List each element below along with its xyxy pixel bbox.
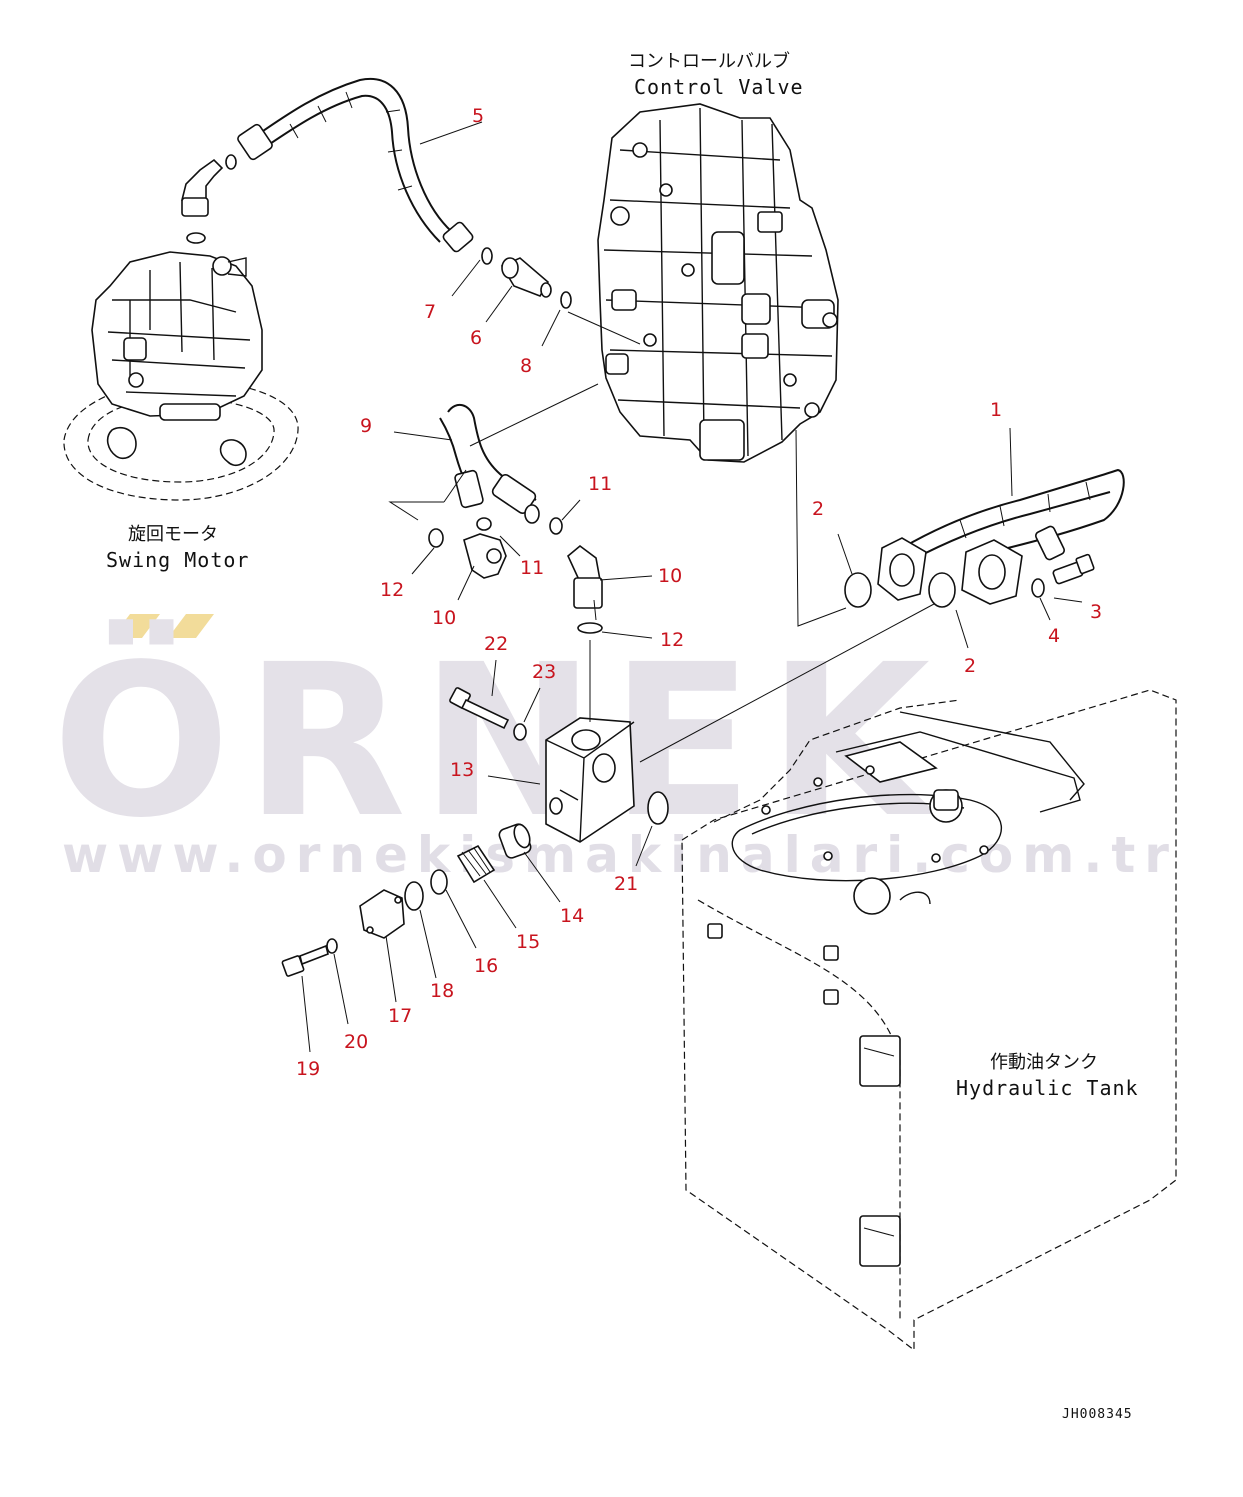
swing-motor-drawing: 旋回モータ Swing Motor (63, 251, 299, 572)
hose-9 (439, 403, 540, 524)
washer-23 (513, 723, 527, 741)
callout-21: 21 (614, 873, 638, 895)
o-ring-2-lower (928, 572, 956, 608)
callout-12-right: 12 (660, 629, 684, 651)
cover-17 (359, 889, 405, 939)
o-ring-11-left (476, 517, 492, 531)
callout-22: 22 (484, 633, 508, 655)
callout-15: 15 (516, 931, 540, 953)
fitting-6 (500, 257, 552, 298)
callout-18: 18 (430, 980, 454, 1002)
callout-2-upper: 2 (812, 498, 824, 520)
ring-16 (430, 869, 448, 895)
spring-15 (456, 844, 496, 884)
callout-19: 19 (296, 1058, 320, 1080)
drawing-number: JH008345 (1062, 1407, 1133, 1422)
callout-5: 5 (472, 105, 484, 127)
callout-11-right: 11 (588, 473, 612, 495)
callout-12-left: 12 (380, 579, 404, 601)
bolt-19 (281, 944, 329, 977)
callout-10-right: 10 (658, 565, 682, 587)
callout-23: 23 (532, 661, 556, 683)
o-ring-2-upper (844, 572, 872, 608)
watermark-url: www.ornekismakinalari.com.tr (62, 826, 1178, 884)
washer-20 (326, 938, 338, 954)
fitting-10-right (567, 544, 603, 609)
control-valve-drawing: コントロールバルブ Control Valve (597, 50, 839, 463)
callout-6: 6 (470, 327, 482, 349)
callout-20: 20 (344, 1031, 368, 1053)
valve-block-13 (545, 717, 635, 843)
o-ring-8 (560, 291, 572, 309)
watermark-accent-left (112, 614, 160, 638)
callout-16: 16 (474, 955, 498, 977)
hose-5 (237, 77, 493, 265)
swing-motor-label-en: Swing Motor (106, 548, 249, 572)
callout-8: 8 (520, 355, 532, 377)
callout-17: 17 (388, 1005, 412, 1027)
washer-4 (1031, 578, 1045, 598)
leader-lines (301, 121, 1083, 1053)
watermark: ÖRNEK www.ornekismakinalari.com.tr (52, 614, 1178, 884)
hydraulic-tank-label-jp: 作動油タンク (990, 1052, 1098, 1073)
elbow-fitting-motor (180, 154, 237, 244)
callout-7: 7 (424, 301, 436, 323)
watermark-brand: ÖRNEK (52, 618, 944, 864)
callout-4: 4 (1048, 625, 1060, 647)
control-valve-label-jp: コントロールバルブ (628, 50, 790, 72)
callouts: 1 2 2 3 4 5 6 7 8 9 10 10 11 11 12 12 12… (296, 105, 1102, 1080)
swing-motor-label-jp: 旋回モータ (128, 524, 218, 545)
o-ring-18 (404, 881, 424, 911)
bolt-3 (1052, 553, 1095, 585)
o-ring-12-left (428, 528, 444, 548)
watermark-accent-right (168, 614, 214, 638)
callout-11-left: 11 (520, 557, 544, 579)
callout-14: 14 (560, 905, 584, 927)
hydraulic-tank-label-en: Hydraulic Tank (956, 1076, 1139, 1100)
callout-2-lower: 2 (964, 655, 976, 677)
o-ring-12-center (577, 622, 603, 634)
o-ring-11-right (549, 517, 563, 535)
o-ring-21 (647, 791, 669, 825)
callout-13: 13 (450, 759, 474, 781)
callout-9: 9 (360, 415, 372, 437)
callout-3: 3 (1090, 601, 1102, 623)
fitting-10-left (463, 533, 507, 579)
control-valve-label-en: Control Valve (634, 75, 804, 99)
hydraulic-tank-drawing: 作動油タンク Hydraulic Tank (681, 689, 1177, 1352)
bolt-22 (449, 687, 510, 730)
plug-14 (498, 823, 532, 859)
callout-1: 1 (990, 399, 1002, 421)
hose-1 (877, 468, 1125, 605)
callout-10-left: 10 (432, 607, 456, 629)
connection-lines (469, 311, 935, 763)
